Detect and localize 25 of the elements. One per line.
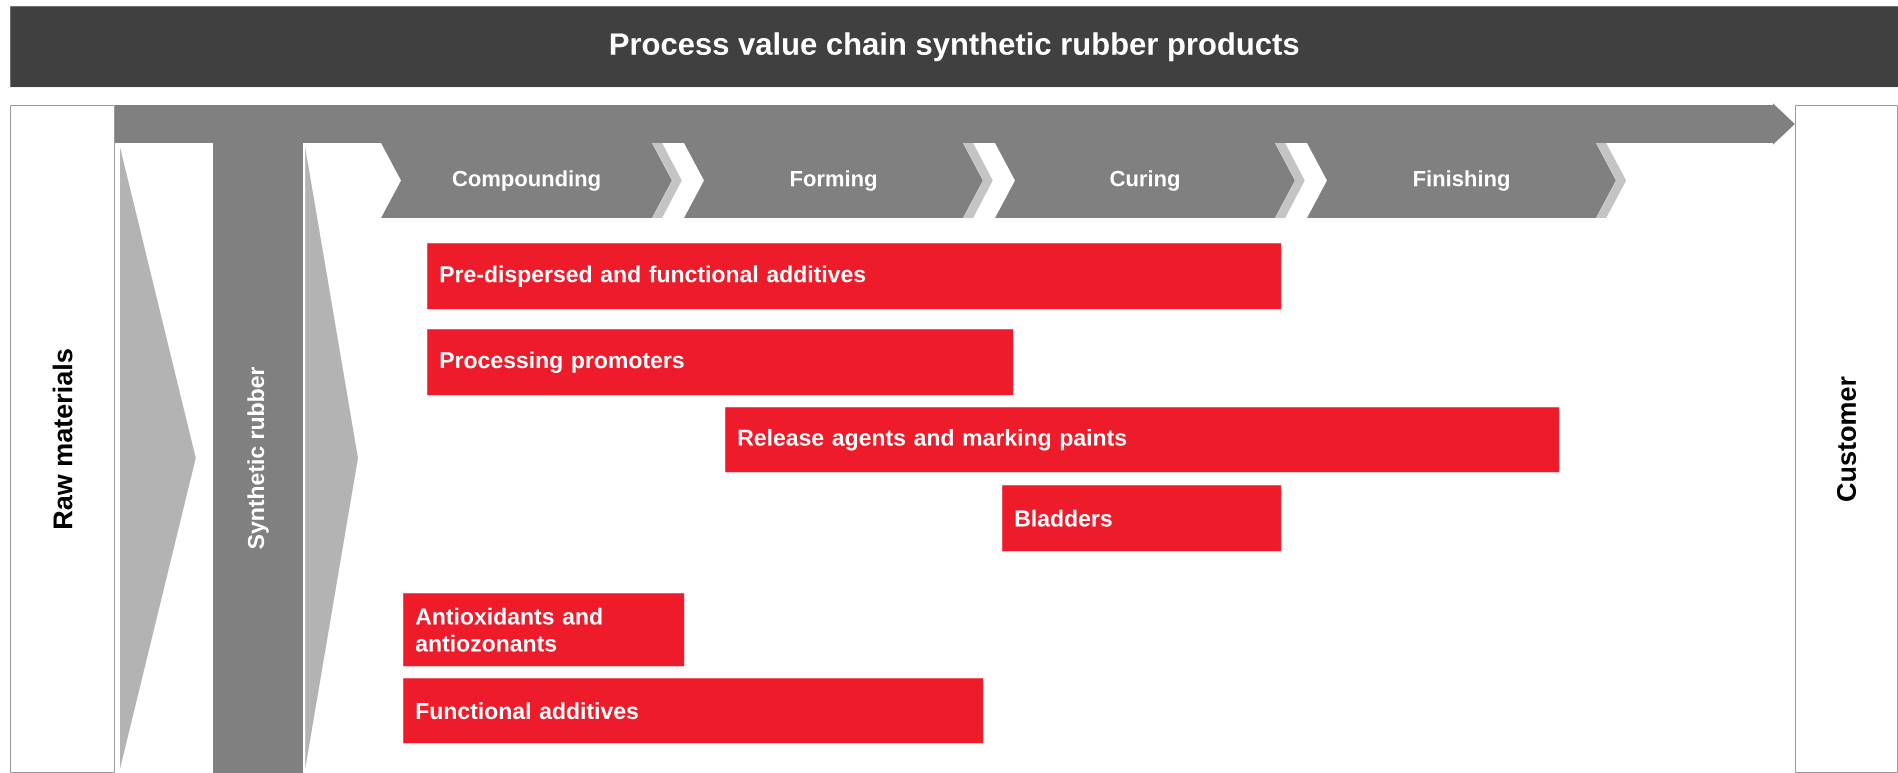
node-label: Finishing [1414, 170, 1509, 191]
side-box: Raw materials [10, 105, 115, 773]
product-bar: Functional additives [403, 678, 984, 744]
product-bar: Antioxidants and antiozonants [403, 593, 685, 667]
process-step: Forming [684, 143, 983, 218]
product-bar: Processing promoters [427, 329, 1014, 396]
product-bar: Bladders [1002, 485, 1282, 552]
chevron-arrow [1275, 143, 1305, 218]
process-step: Finishing [1307, 143, 1616, 218]
chevron-arrow [652, 143, 682, 218]
flow-arrow [120, 147, 196, 769]
process-step: Curing [995, 143, 1295, 218]
chevron-arrow [1596, 143, 1627, 218]
stage-bar: Synthetic rubber [213, 143, 303, 773]
chevron-arrow [963, 143, 993, 218]
process-step: Compounding [381, 143, 672, 218]
flow-arrow [305, 147, 358, 769]
node-label: Synthetic rubber [247, 366, 269, 549]
node-label: Compounding [452, 170, 600, 191]
product-bar: Pre-dispersed and functional additives [427, 243, 1282, 310]
node-label: Curing [1110, 170, 1179, 191]
side-box: Customer [1795, 105, 1898, 773]
product-bar: Release agents and marking paints [725, 407, 1560, 473]
title-bar: Process value chain synthetic rubber products [10, 6, 1898, 88]
node-label: Forming [790, 170, 877, 191]
